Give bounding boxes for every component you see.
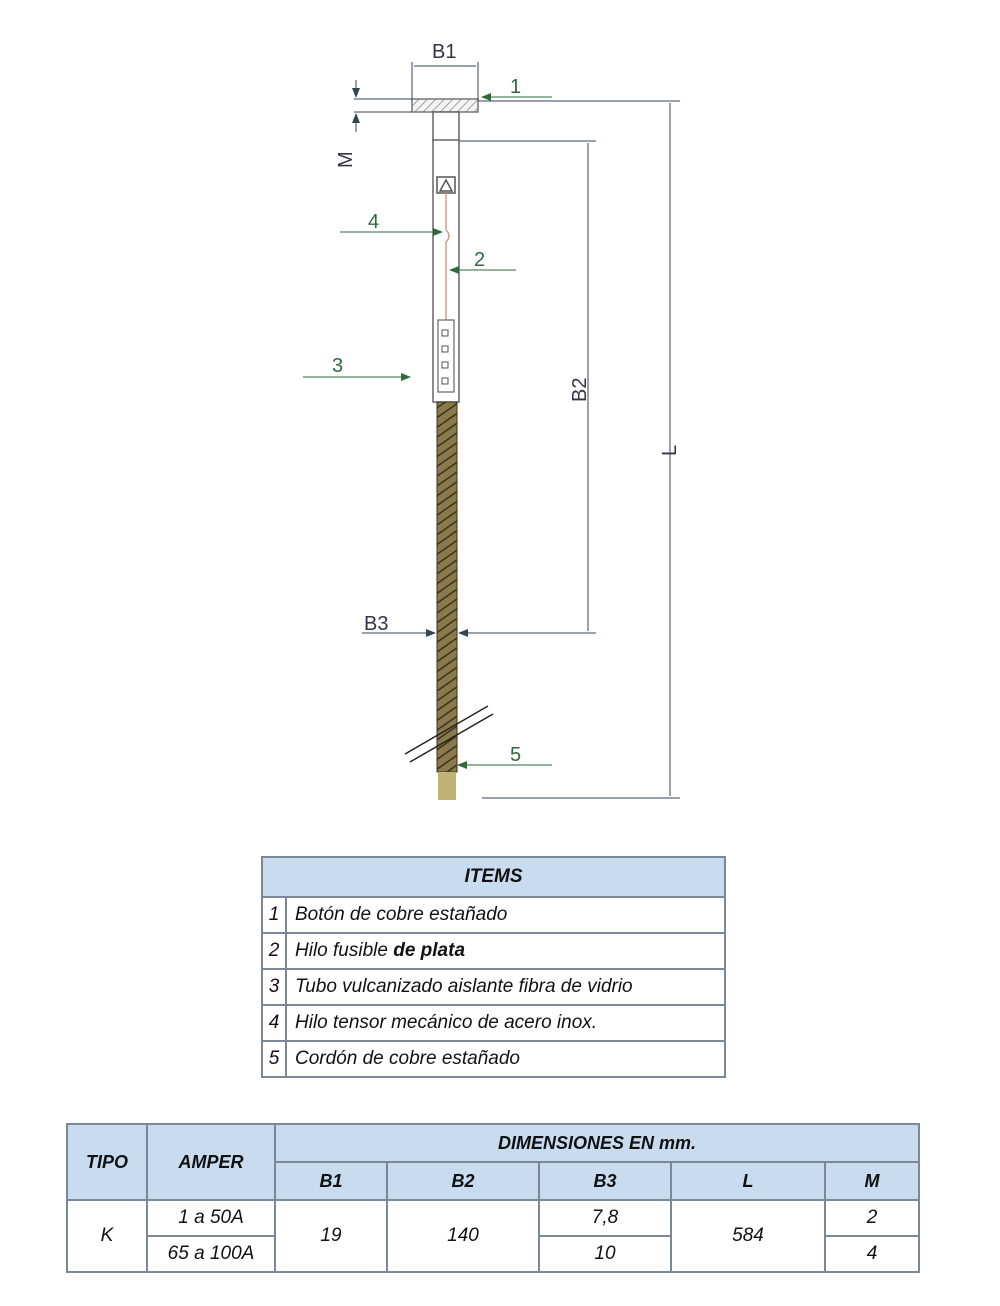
header-b1: B1 [274, 1161, 388, 1201]
dimension-b2: B2 [460, 140, 596, 634]
items-title: ITEMS [261, 856, 726, 898]
callout-3: 3 [303, 355, 411, 381]
items-header-row: ITEMS [261, 856, 726, 898]
item-description: Hilo fusible de plata [285, 932, 726, 970]
dimension-l: L [478, 100, 681, 799]
svg-text:3: 3 [332, 355, 343, 377]
callout-1: 1 [481, 76, 552, 101]
cell-b3: 7,8 [538, 1199, 672, 1237]
header-b2: B2 [386, 1161, 540, 1201]
table-row: K 1 a 50A 19 140 7,8 584 2 [66, 1199, 920, 1273]
item-number: 3 [261, 968, 287, 1006]
table-row: 4 Hilo tensor mecánico de acero inox. [261, 1004, 726, 1042]
svg-text:5: 5 [510, 744, 521, 766]
item-number: 2 [261, 932, 287, 970]
item-description: Tubo vulcanizado aislante fibra de vidri… [285, 968, 726, 1006]
table-row: 1 Botón de cobre estañado [261, 896, 726, 934]
dims-header-row: TIPO AMPER DIMENSIONES EN mm. [66, 1123, 920, 1201]
item-description: Cordón de cobre estañado [285, 1040, 726, 1078]
copper-cord [404, 401, 494, 800]
dim-label-m: M [335, 151, 357, 168]
cell-b1: 19 [274, 1199, 388, 1273]
header-b3: B3 [538, 1161, 672, 1201]
dimension-b1: B1 [411, 41, 479, 100]
header-l: L [670, 1161, 826, 1201]
insulating-tube [432, 139, 460, 403]
table-row: 5 Cordón de cobre estañado [261, 1040, 726, 1078]
cell-amper: 1 a 50A [146, 1199, 276, 1237]
cell-tipo: K [66, 1199, 148, 1273]
callout-5: 5 [457, 744, 552, 769]
table-row: 2 Hilo fusible de plata [261, 932, 726, 970]
cell-l: 584 [670, 1199, 826, 1273]
item-number: 5 [261, 1040, 287, 1078]
dim-label-b3: B3 [364, 613, 388, 635]
dim-label-b1: B1 [432, 41, 456, 63]
item-number: 1 [261, 896, 287, 934]
fuse-technical-drawing: B1 M L B2 B3 1 2 3 4 [303, 41, 681, 800]
cell-m: 4 [824, 1235, 920, 1273]
dimension-m: M [335, 80, 412, 168]
callout-2: 2 [449, 249, 516, 274]
cell-amper: 65 a 100A [146, 1235, 276, 1273]
svg-text:2: 2 [474, 249, 485, 271]
callout-4: 4 [340, 211, 443, 236]
header-tipo: TIPO [66, 1123, 148, 1201]
svg-text:4: 4 [368, 211, 379, 233]
item-description: Hilo tensor mecánico de acero inox. [285, 1004, 726, 1042]
table-row: 3 Tubo vulcanizado aislante fibra de vid… [261, 968, 726, 1006]
header-dimensions-group: DIMENSIONES EN mm. [274, 1123, 920, 1163]
dimensions-table: TIPO AMPER DIMENSIONES EN mm. B1 B2 B3 L… [66, 1123, 920, 1273]
svg-text:1: 1 [510, 76, 521, 98]
dimension-b3: B3 [362, 613, 495, 637]
dim-label-l: L [659, 445, 681, 456]
header-amper: AMPER [146, 1123, 276, 1201]
copper-button [411, 98, 479, 143]
cell-m: 2 [824, 1199, 920, 1237]
item-description: Botón de cobre estañado [285, 896, 726, 934]
items-table: ITEMS 1 Botón de cobre estañado 2 Hilo f… [261, 856, 726, 1078]
table-row: 65 a 100A 10 4 [67, 1235, 920, 1273]
dims-subheader-row: B1 B2 B3 L M [67, 1161, 920, 1201]
cell-b2: 140 [386, 1199, 540, 1273]
cell-b3: 10 [538, 1235, 672, 1273]
item-number: 4 [261, 1004, 287, 1042]
dim-label-b2: B2 [569, 378, 591, 402]
header-m: M [824, 1161, 920, 1201]
